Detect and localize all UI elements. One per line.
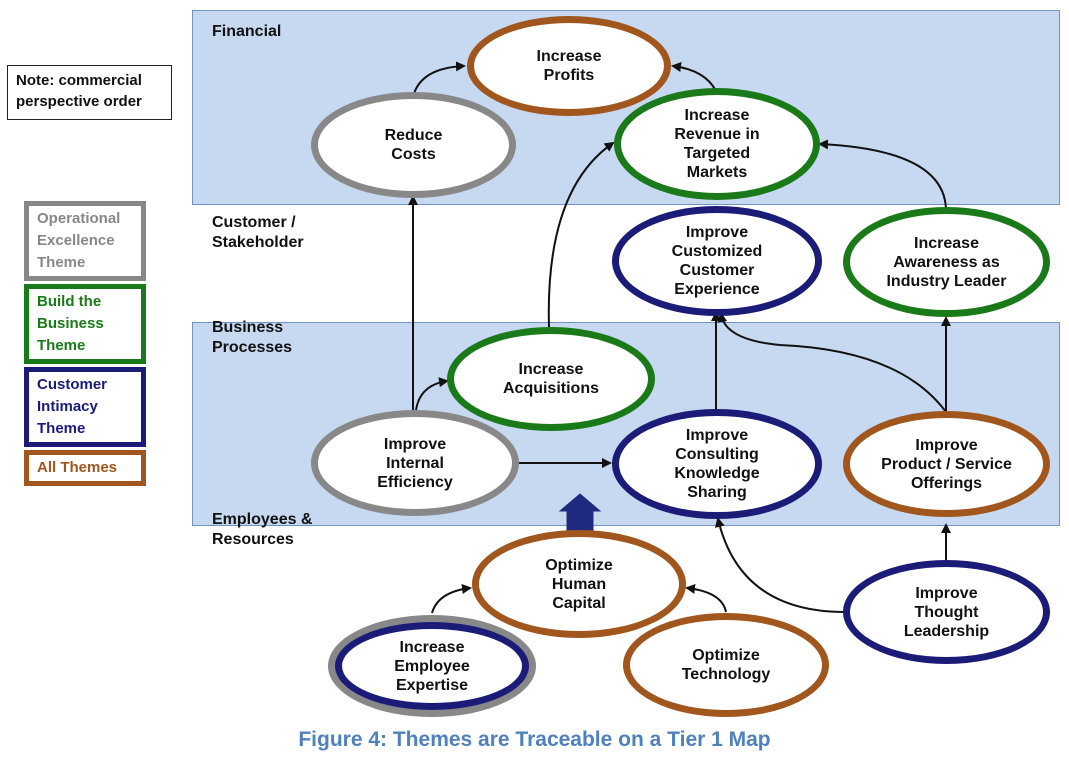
arrow-awareness-to-revenue — [818, 139, 947, 211]
customer-stakeholder-label: Customer / Stakeholder — [212, 214, 304, 251]
employees-resources-label: Employees & Resources — [212, 511, 313, 548]
business-processes-label: Business Processes — [212, 319, 293, 356]
node-increase-acquisitions-label: Increase Acquisitions — [502, 361, 599, 397]
arrow-reduce-costs-to-profits — [412, 61, 466, 98]
node-increase-profits: Increase Profits — [467, 16, 671, 116]
node-improve-consulting-label: Improve Consulting Knowledge Sharing — [674, 427, 760, 501]
node-improve-thought: Improve Thought Leadership — [843, 560, 1050, 664]
node-improve-thought-label: Improve Thought Leadership — [903, 584, 990, 640]
node-improve-internal: Improve Internal Efficiency — [311, 410, 519, 516]
arrow-internal-to-acquisitions — [415, 377, 449, 411]
node-improve-consulting: Improve Consulting Knowledge Sharing — [612, 409, 822, 519]
legend-all-themes: All Themes — [24, 450, 146, 486]
node-increase-revenue: Increase Revenue in Targeted Markets — [614, 88, 820, 200]
node-improve-internal-label: Improve Internal Efficiency — [377, 435, 453, 491]
arrow-employee-to-human — [431, 584, 472, 614]
node-improve-product-label: Improve Product / Service Offerings — [881, 436, 1012, 492]
node-improve-customized: Improve Customized Customer Experience — [612, 206, 822, 316]
arrow-thought-to-consulting — [714, 517, 846, 613]
note-box: Note: commercial perspective order — [7, 65, 172, 120]
legend-customer-intimacy: Customer Intimacy Theme — [24, 367, 146, 447]
node-increase-awareness-label: Increase Awareness as Industry Leader — [886, 234, 1007, 290]
node-increase-awareness: Increase Awareness as Industry Leader — [843, 207, 1050, 317]
node-optimize-human: Optimize Human Capital — [472, 530, 686, 638]
node-optimize-technology-label: Optimize Technology — [681, 647, 771, 683]
arrow-technology-to-human — [685, 583, 727, 613]
node-increase-profits-label: Increase Profits — [536, 48, 602, 84]
node-optimize-technology: Optimize Technology — [623, 613, 829, 717]
legend-operational-excellence: Operational Excellence Theme — [24, 201, 146, 281]
node-optimize-human-label: Optimize Human Capital — [545, 556, 613, 612]
node-increase-employee: Increase Employee Expertise — [335, 622, 529, 710]
node-increase-revenue-label: Increase Revenue in Targeted Markets — [674, 107, 760, 181]
node-increase-employee-label: Increase Employee Expertise — [394, 638, 470, 694]
arrow-acquisitions-to-revenue — [547, 141, 615, 328]
node-reduce-costs: Reduce Costs — [311, 92, 516, 198]
financial-label: Financial — [212, 23, 282, 40]
legend-build-the-business: Build the Business Theme — [24, 284, 146, 364]
arrow-product-to-customized — [717, 312, 947, 413]
arrow-revenue-to-profits — [671, 62, 717, 92]
node-improve-product: Improve Product / Service Offerings — [843, 411, 1050, 517]
node-increase-acquisitions: Increase Acquisitions — [447, 327, 655, 431]
block-arrow-up — [558, 493, 602, 531]
node-improve-customized-label: Improve Customized Customer Experience — [671, 224, 763, 298]
node-reduce-costs-label: Reduce Costs — [384, 127, 443, 163]
figure-caption: Figure 4: Themes are Traceable on a Tier… — [298, 728, 771, 751]
